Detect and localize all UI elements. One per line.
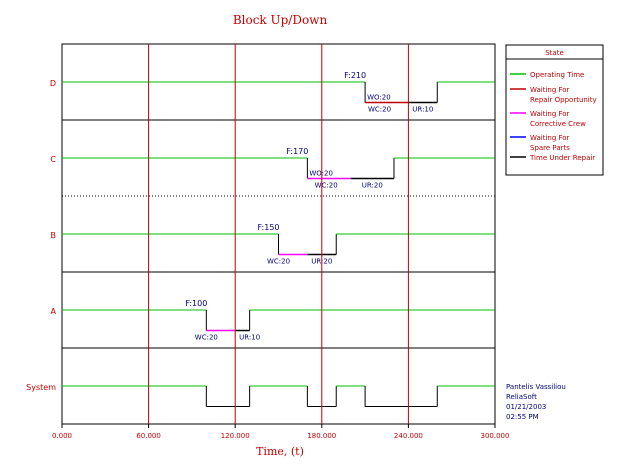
row-label-c: C — [50, 155, 56, 164]
annotation-label: F:100 — [185, 299, 207, 308]
legend-label: Time Under Repair — [529, 154, 595, 162]
legend-label: Spare Parts — [530, 144, 570, 152]
x-tick-label: 120.000 — [221, 432, 250, 440]
annotation-label: WC:20 — [315, 182, 338, 190]
legend-label: Waiting For — [530, 86, 570, 94]
x-tick-label: 60.000 — [136, 432, 161, 440]
annotation-label: F:210 — [344, 71, 366, 80]
legend-label: Waiting For — [530, 134, 570, 142]
x-tick-label: 240.000 — [394, 432, 423, 440]
legend-label: Operating Time — [530, 71, 584, 79]
series-a — [62, 309, 495, 332]
info-line: ReliaSoft — [506, 393, 537, 401]
annotation-label: F:170 — [286, 147, 308, 156]
annotation-label: WC:20 — [195, 334, 218, 342]
chart-title: Block Up/Down — [233, 13, 328, 27]
plot-frame: D C B A System — [26, 43, 496, 425]
series-d — [62, 81, 495, 104]
annotation-label: WC:20 — [267, 258, 290, 266]
legend-title: State — [545, 49, 564, 57]
x-tick-label: 300.000 — [481, 432, 510, 440]
annotation-label: UR:10 — [239, 334, 260, 342]
annotation-label: F:150 — [258, 223, 280, 232]
x-axis: 0.000 60.000 120.000 180.000 240.000 300.000 — [52, 424, 510, 440]
series-c — [62, 157, 495, 180]
info-line: 01/21/2003 — [506, 403, 546, 411]
x-axis-label: Time, (t) — [256, 445, 304, 458]
legend-box — [505, 44, 604, 176]
x-tick-label: 0.000 — [52, 432, 72, 440]
row-label-a: A — [51, 307, 57, 316]
annotation-label: UR:20 — [362, 182, 383, 190]
info-line: 02:55 PM — [506, 413, 539, 421]
info-line: Pantelis Vassiliou — [506, 383, 566, 391]
row-label-d: D — [50, 79, 56, 88]
legend-label: Repair Opportunity — [530, 96, 597, 104]
legend-label: Waiting For — [530, 110, 570, 118]
row-label-system: System — [26, 383, 56, 392]
series-system — [62, 385, 495, 408]
x-tick-label: 180.000 — [307, 432, 336, 440]
row-label-b: B — [51, 231, 57, 240]
annotation-label: UR:10 — [412, 106, 433, 114]
series-b — [62, 233, 495, 256]
annotation-label: WO:20 — [367, 94, 391, 102]
annotation-label: WO:20 — [309, 170, 333, 178]
legend-label: Corrective Crew — [530, 120, 586, 128]
annotation-label: WC:20 — [368, 106, 391, 114]
